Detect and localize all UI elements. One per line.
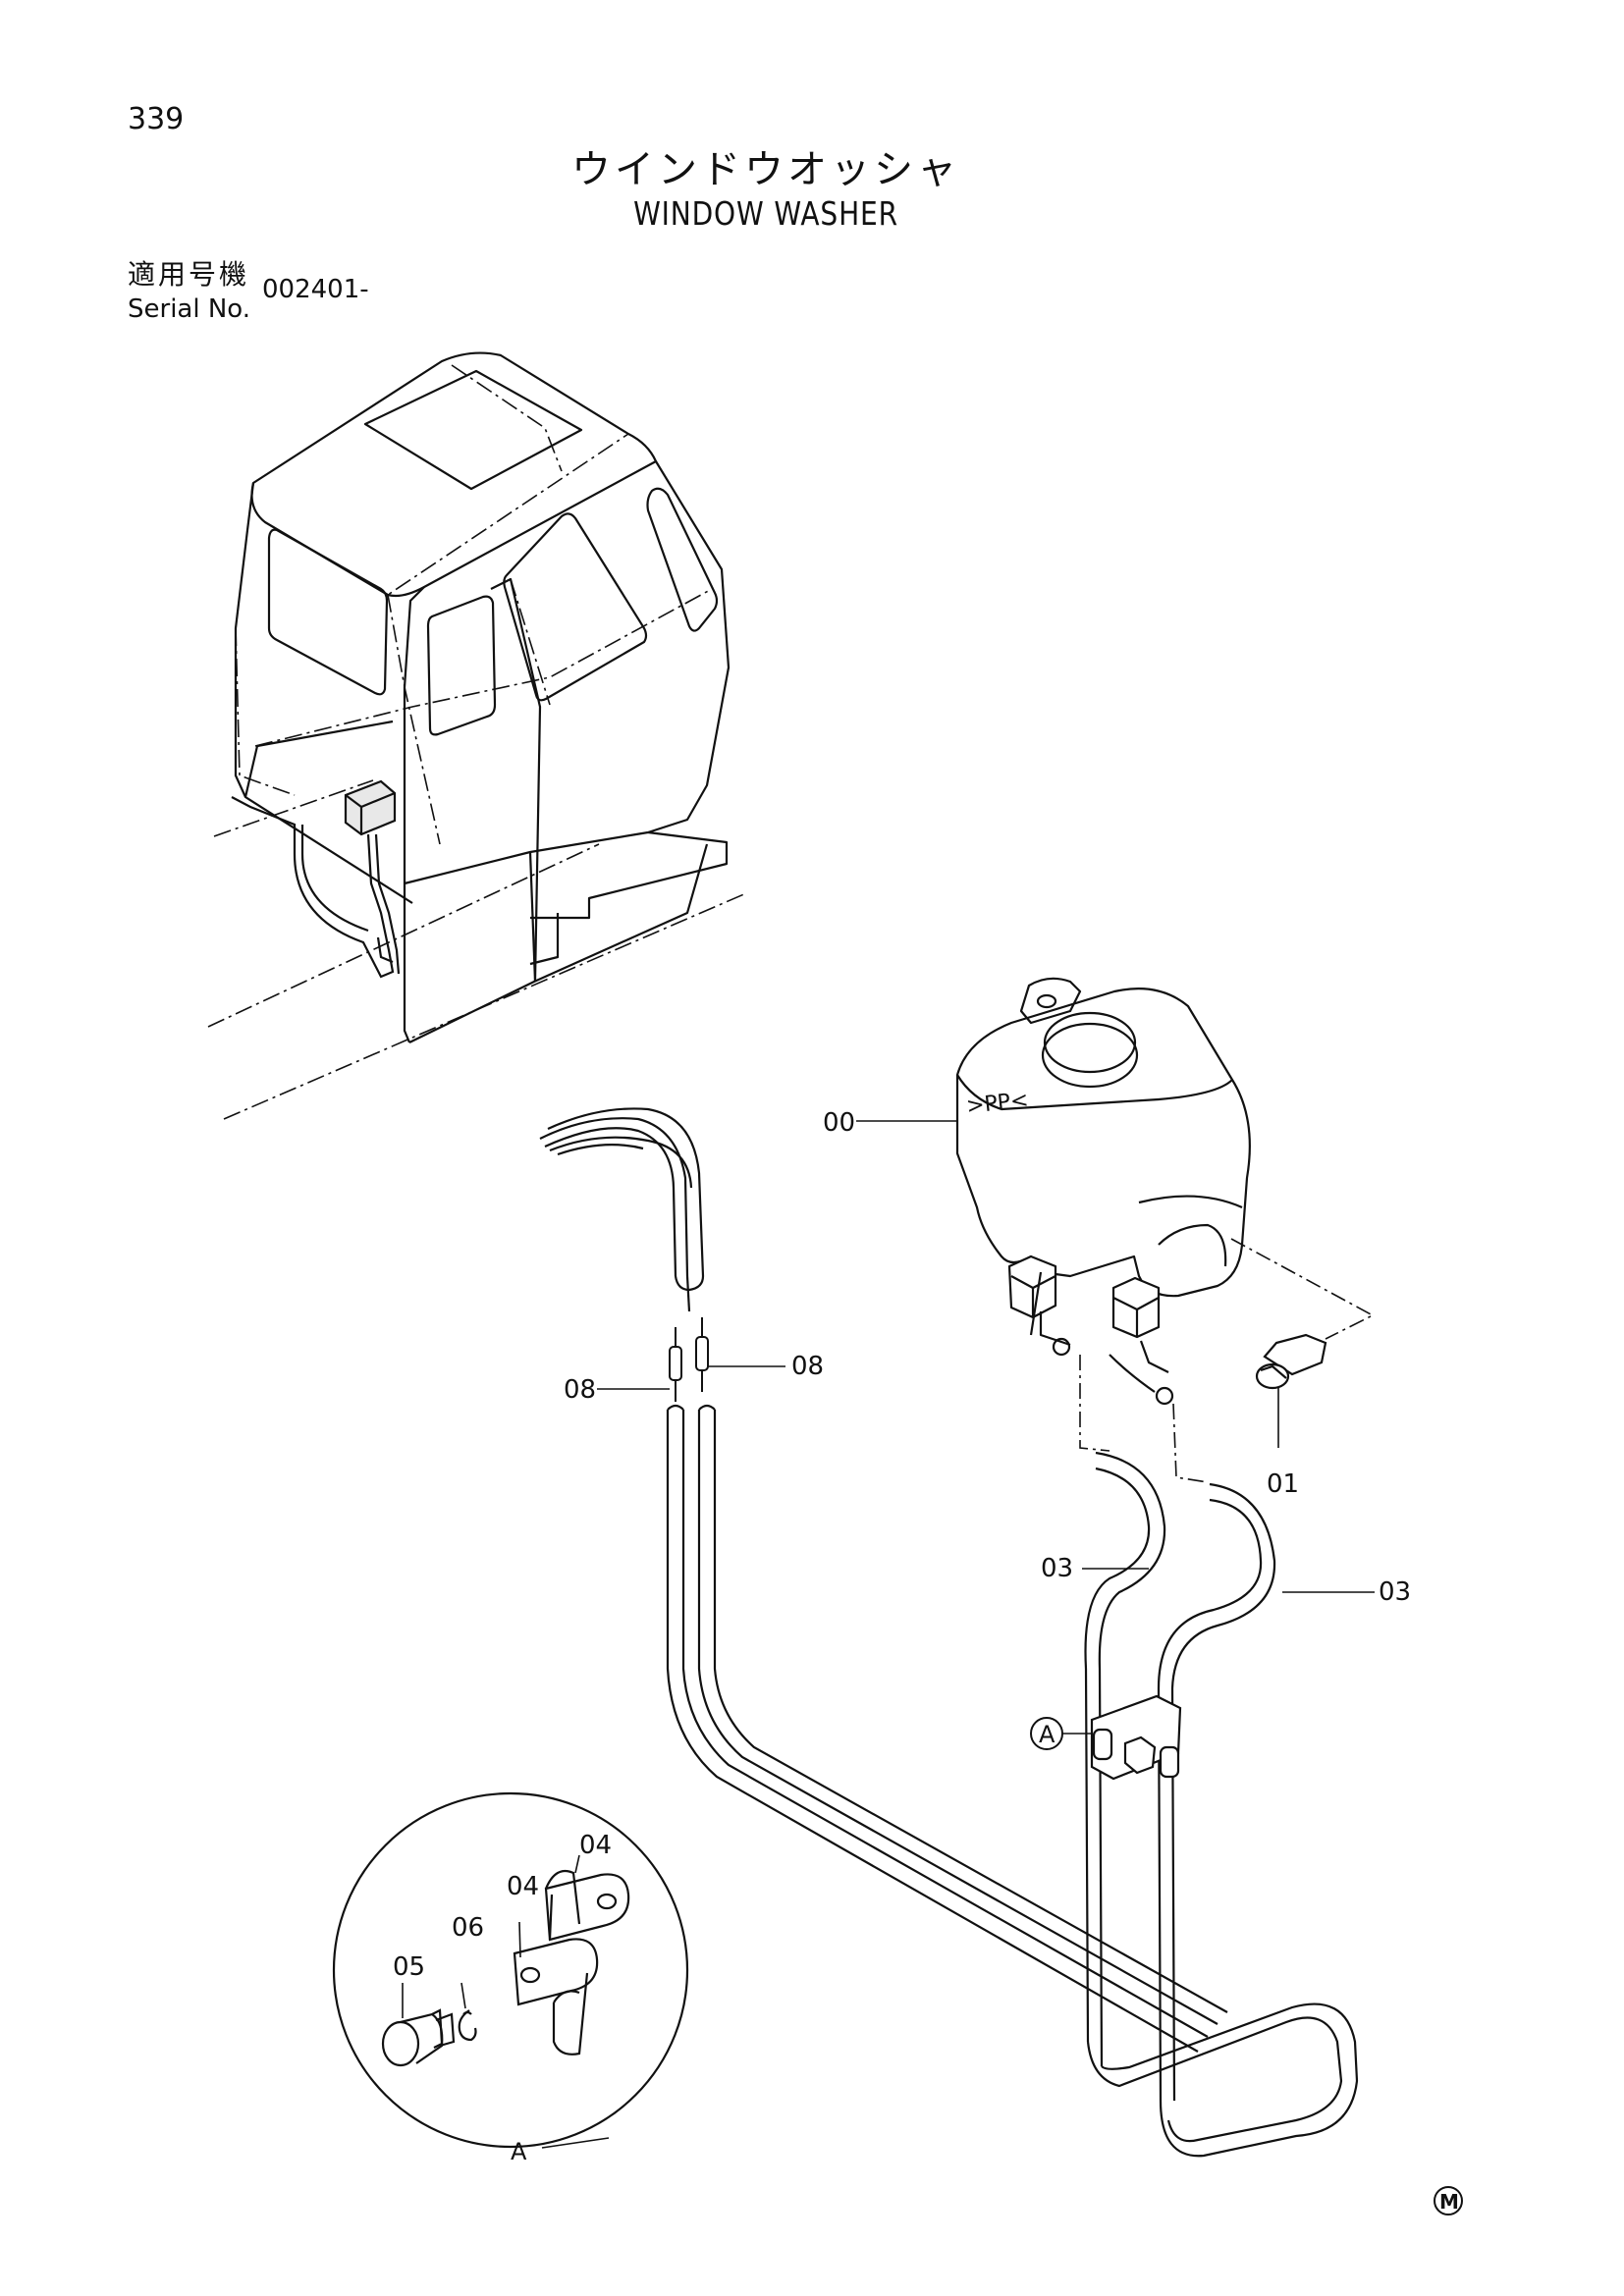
callout-01-bolt: 01 — [1267, 1469, 1299, 1499]
detail-reference-letter: A — [1039, 1721, 1056, 1748]
footer-mark: M — [1434, 2186, 1463, 2216]
footer-mark-letter: M — [1439, 2190, 1459, 2214]
leader-lines — [402, 1120, 1375, 2149]
detail-label-a: A — [511, 2138, 527, 2165]
detail-view-a — [332, 1791, 689, 2149]
page-number: 339 — [128, 102, 185, 136]
detail-reference-bubble: A — [1030, 1717, 1063, 1750]
page-title: WINDOW WASHER — [633, 194, 898, 233]
cab-tank-routing — [231, 779, 401, 979]
tank-material-mark: >PP< — [965, 1088, 1030, 1118]
callout-04-clamp: 04 — [507, 1872, 539, 1901]
callout-05-bolt: 05 — [393, 1952, 425, 1982]
callout-00-tank: 00 — [823, 1108, 855, 1138]
callout-04-clamp: 04 — [579, 1831, 612, 1860]
tank-centerlines — [1079, 1238, 1375, 1483]
serial-label: Serial No. — [128, 294, 250, 324]
callout-03-hose: 03 — [1041, 1554, 1073, 1583]
callout-06-washer: 06 — [452, 1913, 484, 1943]
tank-hoses — [1084, 1451, 1359, 2158]
callout-03-hose: 03 — [1379, 1577, 1411, 1607]
bolt-icon — [1255, 1333, 1327, 1390]
nozzle-hoses — [539, 1107, 1228, 2053]
serial-value: 002401- — [262, 275, 369, 304]
hose-clamp — [1090, 1694, 1182, 1781]
cab-centerlines — [207, 360, 747, 1120]
page-title-japanese: ウインドウオッシャ — [571, 147, 960, 192]
callout-08-valve: 08 — [564, 1375, 596, 1405]
callout-08-valve: 08 — [791, 1352, 824, 1381]
cab-illustration — [234, 351, 731, 1043]
check-valve-icon — [669, 1317, 709, 1402]
serial-label-japanese: 適用号機 — [128, 258, 250, 291]
washer-tank — [955, 977, 1251, 1406]
